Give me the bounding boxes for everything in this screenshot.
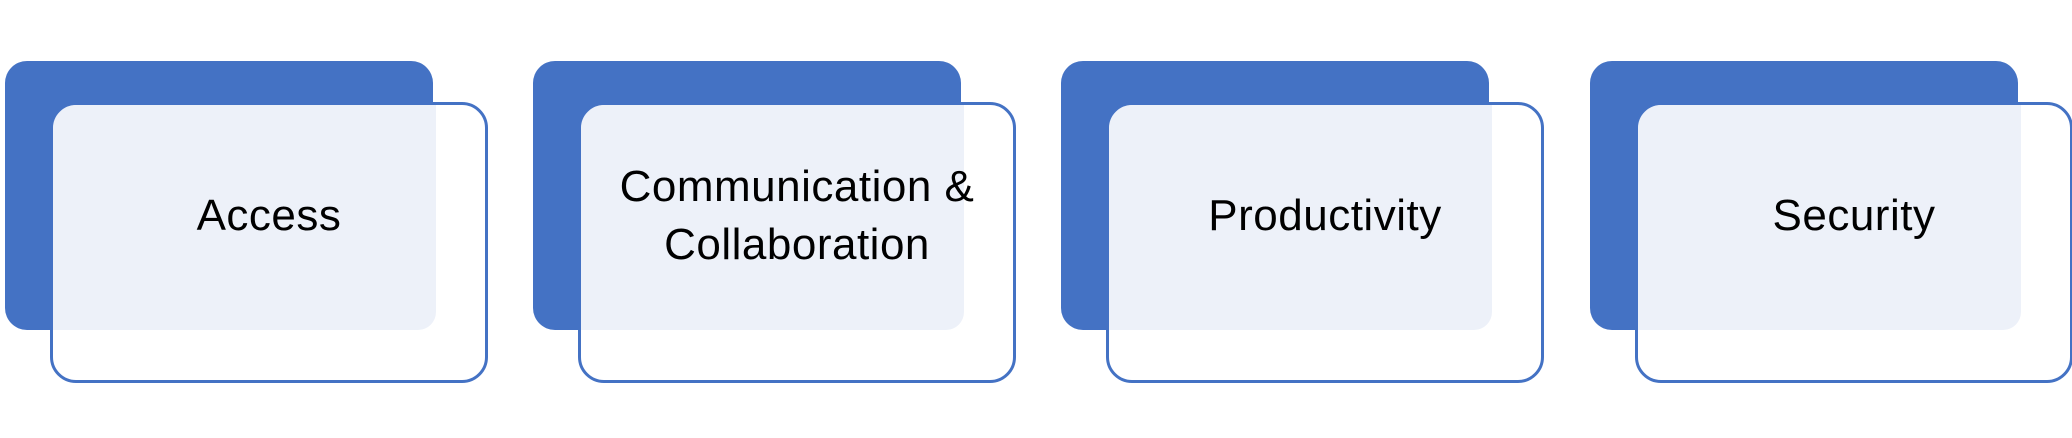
card-communication-collaboration: Communication & Collaboration [533, 61, 1016, 383]
card-security: Security [1590, 61, 2072, 383]
card-front-shape [1106, 102, 1544, 383]
card-access: Access [5, 61, 488, 383]
card-label: Security [1772, 191, 1936, 240]
card-label: Access [196, 191, 342, 240]
card-label: Productivity [1208, 191, 1442, 240]
card-front-shape [50, 102, 488, 383]
card-front-shape [1635, 102, 2072, 383]
card-label: Communication & Collaboration [619, 162, 975, 269]
card-front-shape [578, 102, 1016, 383]
card-productivity: Productivity [1061, 61, 1544, 383]
